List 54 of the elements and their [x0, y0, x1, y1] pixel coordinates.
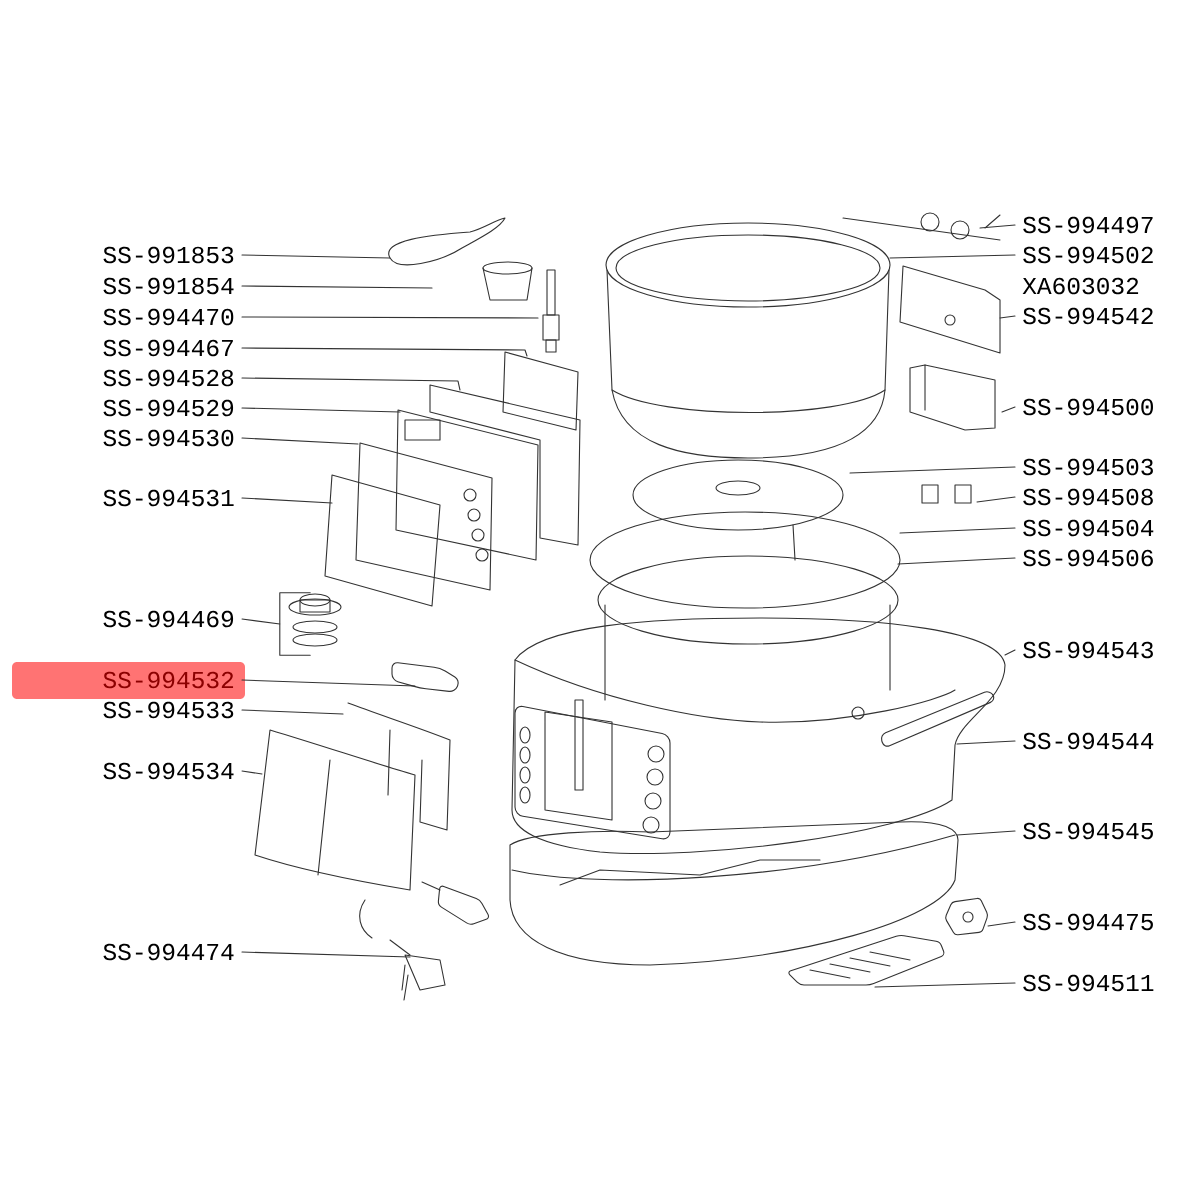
- leader-line: [1004, 649, 1016, 656]
- leader-line: [241, 709, 344, 715]
- leader-line: [241, 437, 359, 445]
- part-number: SS-991853: [103, 246, 234, 264]
- leader-line: [899, 527, 1016, 534]
- part-number: SS-994503: [1023, 458, 1153, 476]
- leader-line: [241, 254, 391, 259]
- part-number: SS-994542: [1023, 307, 1153, 325]
- part-number: SS-994534: [103, 762, 234, 780]
- bracket: [279, 592, 311, 656]
- part-number: SS-994529: [103, 399, 234, 417]
- leader-line: [241, 679, 416, 687]
- part-number: SS-994502: [1023, 246, 1153, 264]
- leader-line: [241, 377, 461, 391]
- part-number: SS-994500: [1023, 398, 1153, 416]
- leader-line: [999, 315, 1016, 319]
- part-number: SS-994506: [1023, 549, 1153, 567]
- leader-line: [874, 982, 1016, 988]
- part-number: SS-994532: [103, 671, 234, 689]
- leader-line: [987, 921, 1016, 927]
- leader-line: [979, 224, 1016, 229]
- leader-line: [241, 618, 281, 625]
- leader-line: [976, 496, 1016, 503]
- part-number: SS-994544: [1023, 732, 1154, 750]
- part-number: SS-994543: [1023, 641, 1153, 659]
- part-number: XA603032: [1022, 277, 1139, 295]
- part-number: SS-994497: [1023, 216, 1153, 234]
- part-number: SS-994469: [103, 610, 234, 628]
- part-number: SS-994545: [1023, 822, 1153, 840]
- part-number: SS-994528: [103, 369, 234, 387]
- leader-line: [241, 316, 539, 319]
- part-number: SS-994504: [1023, 519, 1154, 537]
- leader-line: [1001, 406, 1016, 413]
- part-number: SS-994475: [1023, 913, 1153, 931]
- part-number: SS-994474: [103, 943, 234, 961]
- part-number: SS-991854: [103, 277, 234, 295]
- part-number: SS-994470: [103, 308, 234, 326]
- leader-line: [956, 740, 1016, 745]
- leader-line: [889, 254, 1016, 259]
- leader-line: [241, 497, 333, 504]
- leader-line: [956, 830, 1016, 836]
- part-number: SS-994508: [1023, 488, 1153, 506]
- leader-line: [241, 285, 433, 289]
- leader-line: [241, 951, 411, 958]
- leader-line: [241, 770, 263, 775]
- leader-line: [897, 557, 1016, 565]
- leader-line: [241, 407, 401, 413]
- part-number: SS-994531: [103, 489, 234, 507]
- part-number: SS-994467: [103, 339, 233, 357]
- part-number: SS-994530: [103, 429, 234, 447]
- part-number: SS-994511: [1023, 974, 1154, 992]
- leader-line: [849, 466, 1016, 474]
- part-number: SS-994533: [103, 701, 234, 719]
- leader-line: [241, 347, 528, 357]
